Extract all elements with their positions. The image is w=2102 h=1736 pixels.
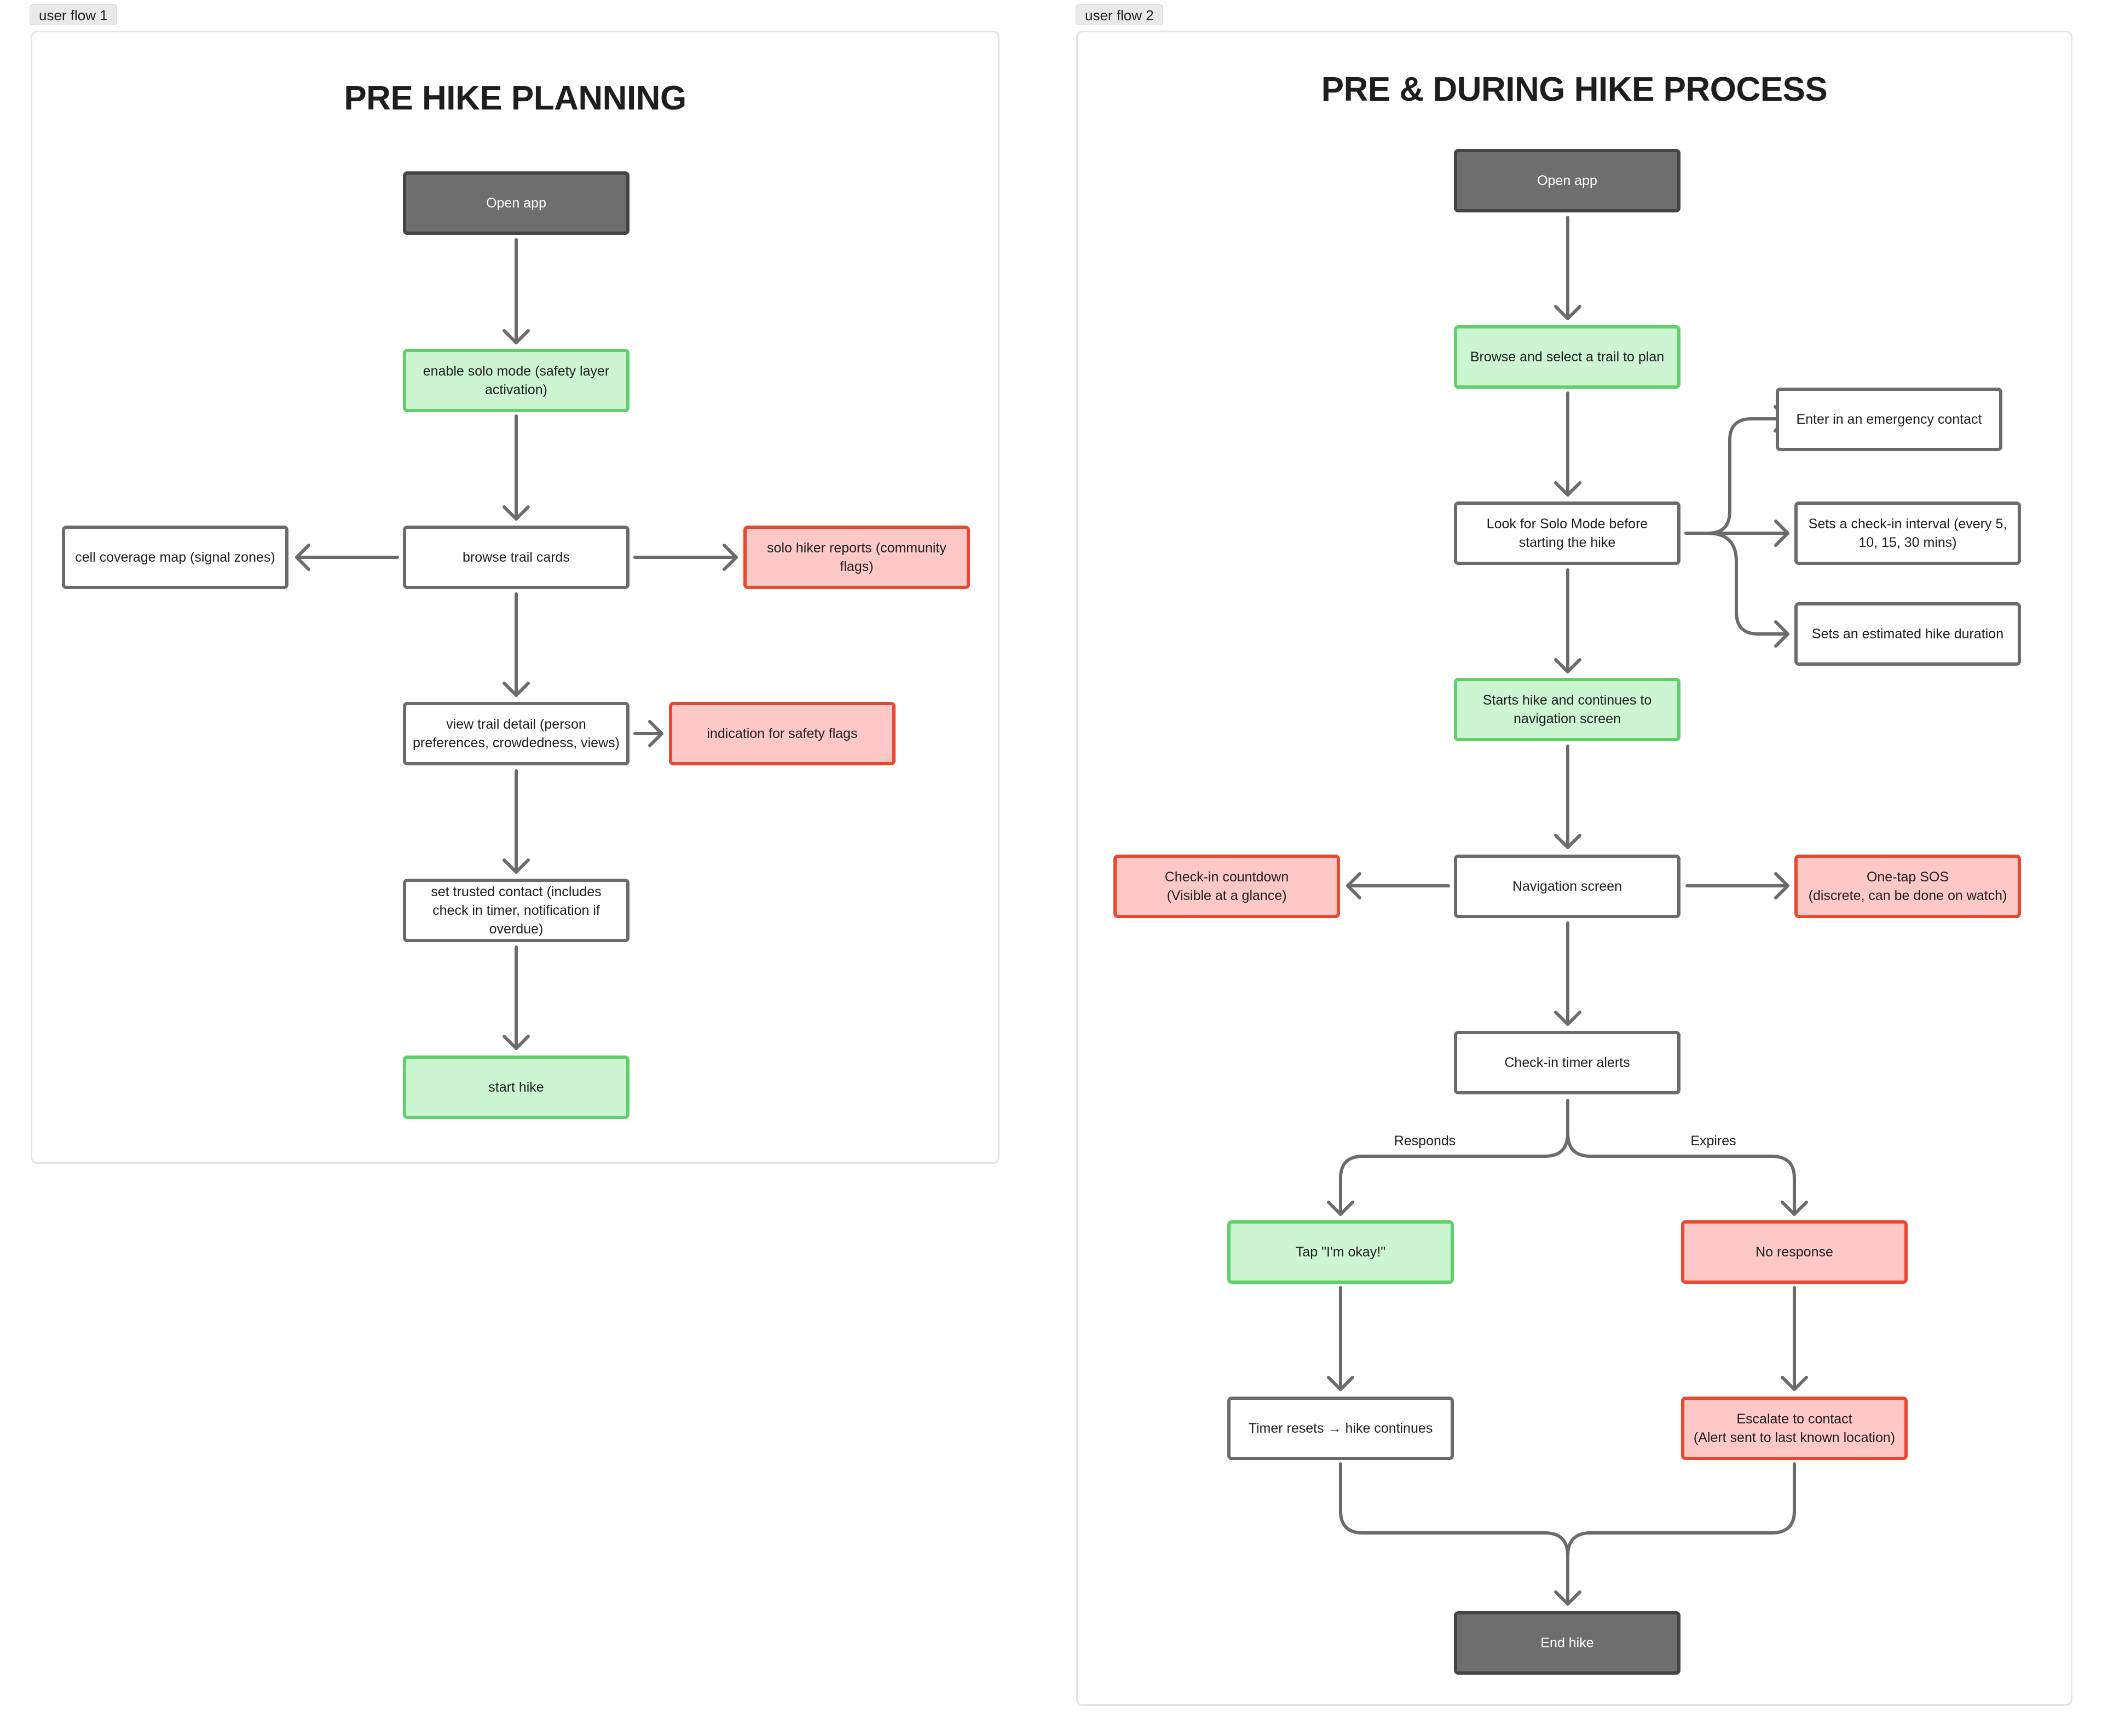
edge-reset-to-end — [1339, 1462, 1569, 1606]
flow2-node-one-tap-sos[interactable]: One-tap SOS (discrete, can be done on wa… — [1794, 855, 2021, 918]
arrowhead — [1781, 1201, 1808, 1216]
flow1-node-solo-hiker-reports[interactable]: solo hiker reports (community flags) — [743, 526, 970, 589]
flow1-node-start-hike[interactable]: start hike — [403, 1056, 630, 1119]
flow2-node-open-app[interactable]: Open app — [1454, 149, 1681, 212]
flow1-title: PRE HIKE PLANNING — [344, 79, 686, 117]
flow1-connectors — [295, 238, 738, 1050]
arrowhead — [1554, 1590, 1581, 1606]
flow2-node-look-for-solo-mode[interactable]: Look for Solo Mode before starting the h… — [1454, 501, 1681, 565]
arrowhead — [503, 682, 530, 697]
arrowhead — [295, 544, 310, 571]
flow2-node-emergency-contact[interactable]: Enter in an emergency contact — [1776, 388, 2002, 451]
arrowhead — [1781, 1376, 1808, 1391]
flow2-node-escalate-to-contact[interactable]: Escalate to contact (Alert sent to last … — [1681, 1397, 1908, 1460]
flow2-node-tap-im-okay[interactable]: Tap "I'm okay!" — [1227, 1220, 1454, 1284]
arrowhead — [1554, 834, 1581, 849]
flow1-node-cell-coverage-map[interactable]: cell coverage map (signal zones) — [62, 526, 288, 589]
arrowhead — [1554, 658, 1581, 673]
flow2-node-starts-hike[interactable]: Starts hike and continues to navigation … — [1454, 678, 1681, 741]
edge-label-expires: Expires — [1690, 1133, 1736, 1149]
edge-look-to-emergency — [1684, 417, 1789, 535]
flow2-node-checkin-timer-alerts[interactable]: Check-in timer alerts — [1454, 1031, 1681, 1094]
flow1-node-set-trusted-contact[interactable]: set trusted contact (includes check in t… — [403, 879, 630, 942]
arrowhead — [723, 544, 738, 571]
edge-look-to-duration — [1706, 532, 1789, 636]
arrowhead — [1554, 481, 1581, 497]
flow1-node-browse-trail-cards[interactable]: browse trail cards — [403, 526, 630, 589]
arrowhead — [1554, 1011, 1581, 1026]
edge-alerts-to-tap — [1339, 1099, 1569, 1216]
flow2-node-timer-resets[interactable]: Timer resets → hike continues — [1227, 1397, 1454, 1460]
arrowhead — [1346, 872, 1361, 899]
arrowhead — [1774, 620, 1789, 648]
flow1-node-safety-flags[interactable]: indication for safety flags — [669, 702, 896, 765]
arrowhead — [503, 329, 530, 344]
frame-label-user-flow-2[interactable]: user flow 2 — [1076, 4, 1163, 25]
flow2-title: PRE & DURING HIKE PROCESS — [1321, 71, 1828, 108]
arrowhead — [1327, 1201, 1354, 1216]
flow2-node-checkin-interval[interactable]: Sets a check-in interval (every 5, 10, 1… — [1794, 501, 2021, 565]
flow2-node-browse-select-trail[interactable]: Browse and select a trail to plan — [1454, 325, 1681, 389]
frame-label-user-flow-1[interactable]: user flow 1 — [30, 4, 117, 25]
arrowhead — [1774, 872, 1789, 899]
arrowhead — [1774, 520, 1789, 547]
flow2-node-no-response[interactable]: No response — [1681, 1220, 1908, 1284]
flow1-node-enable-solo-mode[interactable]: enable solo mode (safety layer activatio… — [403, 349, 630, 412]
flow2-node-estimated-duration[interactable]: Sets an estimated hike duration — [1794, 602, 2021, 666]
edge-escalate-to-end — [1566, 1462, 1796, 1558]
arrowhead — [648, 720, 663, 747]
flow1-node-view-trail-detail[interactable]: view trail detail (person preferences, c… — [403, 702, 630, 765]
flow2-node-checkin-countdown[interactable]: Check-in countdown (Visible at a glance) — [1113, 855, 1340, 918]
arrowhead — [503, 858, 530, 874]
arrowhead — [503, 505, 530, 521]
flow2-node-navigation-screen[interactable]: Navigation screen — [1454, 855, 1681, 918]
edge-alerts-to-noresponse — [1566, 1132, 1796, 1216]
arrowhead — [1554, 305, 1581, 320]
flow2-node-end-hike[interactable]: End hike — [1454, 1611, 1681, 1675]
edge-label-responds: Responds — [1394, 1133, 1456, 1149]
arrowhead — [503, 1035, 530, 1050]
arrowhead — [1327, 1376, 1354, 1391]
flow1-node-open-app[interactable]: Open app — [403, 171, 630, 235]
